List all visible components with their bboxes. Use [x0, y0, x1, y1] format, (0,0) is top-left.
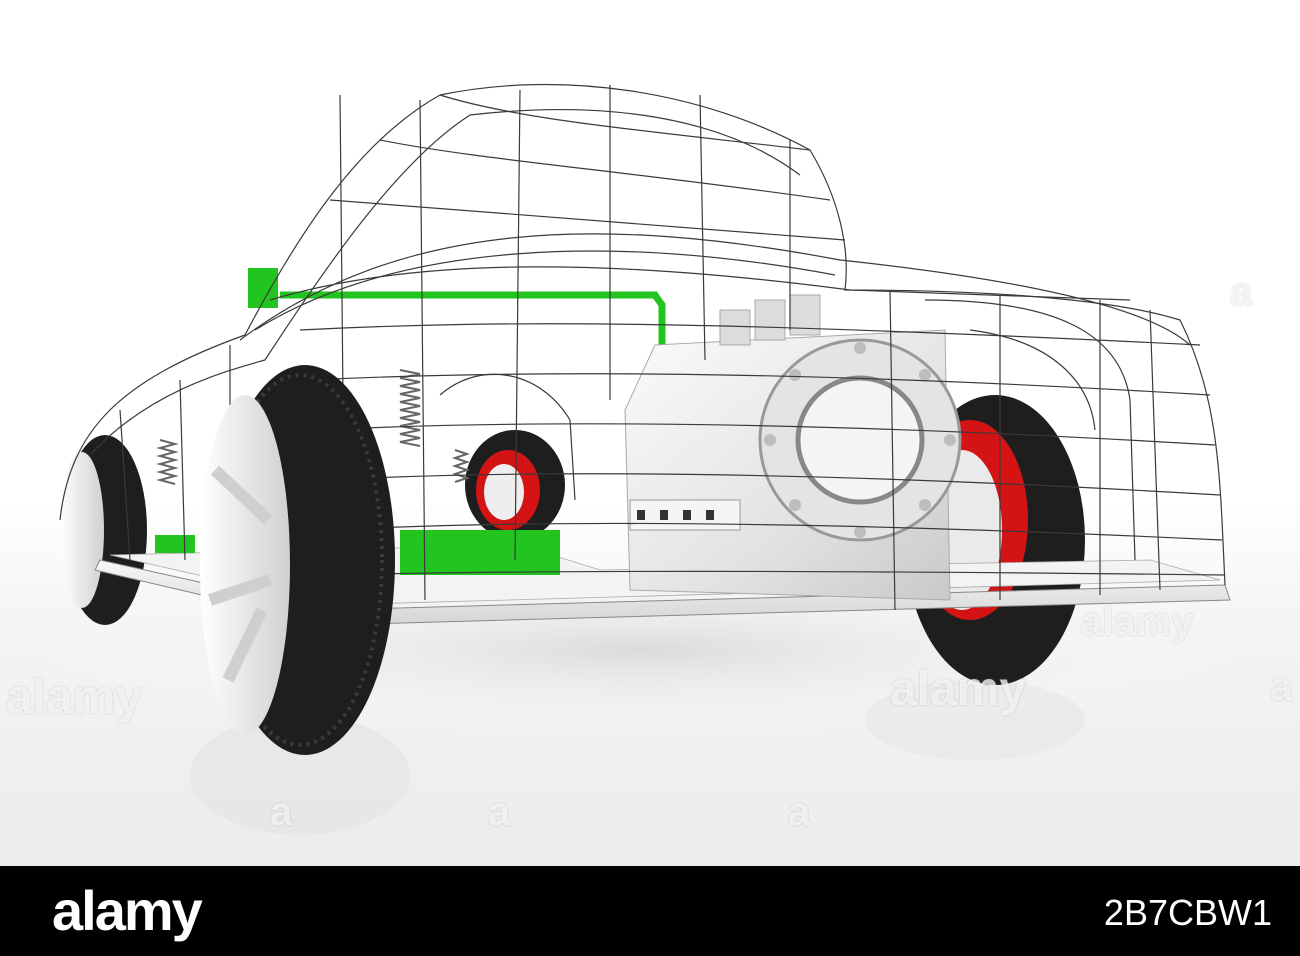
watermark-a-bottom-left: a [270, 790, 292, 834]
reflection-rear-wheel [865, 680, 1085, 760]
wheel-left-rear [60, 435, 147, 625]
render-scene: alamy alamy alamy a a a a a [0, 0, 1300, 866]
footer-corner-shape [0, 866, 44, 956]
watermark-a-top: a [1230, 270, 1252, 314]
watermark-a-bottom-right: a [788, 790, 810, 834]
wireframe-body [59, 83, 1226, 611]
watermark-a-bottom-center: a [488, 790, 510, 834]
footer-brand-logo[interactable]: alamy [52, 879, 203, 942]
green-components [155, 268, 666, 575]
footer-image-id: 2B7CBW1 [1103, 892, 1272, 933]
watermark-left: alamy [6, 671, 143, 724]
wheel-center-far [465, 430, 565, 540]
electric-motor [624, 294, 962, 601]
stock-footer: alamy 2B7CBW1 [0, 866, 1300, 956]
reflection-front-wheel [190, 715, 410, 835]
springs [156, 369, 471, 485]
watermark-center: alamy [890, 663, 1027, 716]
watermark-right: alamy [1080, 600, 1194, 644]
wheel-front-left [200, 365, 395, 755]
car-illustration [20, 83, 1260, 835]
watermark-a-right: a [1270, 665, 1292, 709]
